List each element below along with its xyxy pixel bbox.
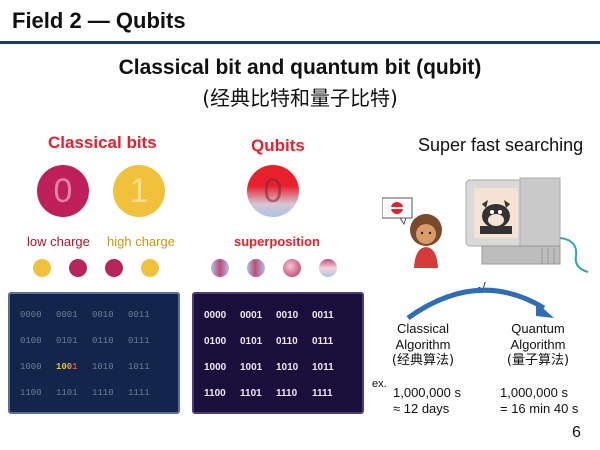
computer-search-illustration (382, 177, 589, 273)
classical-dot (141, 259, 159, 277)
classical-cell: 0110 (92, 336, 114, 346)
quantum-cell: 0111 (312, 336, 334, 347)
classical-cell: 1101 (56, 388, 78, 398)
classical-algorithm-label: Classical Algorithm (经典算法) (385, 321, 461, 369)
quantum-cell: 1001 (240, 362, 263, 373)
classical-dot (69, 259, 87, 277)
character-on-screen-icon (480, 200, 512, 234)
classical-algo-line3: (经典算法) (391, 353, 455, 368)
quantum-cell: 0001 (240, 310, 263, 321)
quantum-cell: 0010 (276, 310, 299, 321)
quantum-cell: 1100 (204, 388, 226, 399)
quantum-cell: 0101 (240, 336, 263, 347)
speech-bubble-icon (382, 197, 413, 226)
classical-cell: 1010 (92, 362, 114, 372)
search-heading: Super fast searching (418, 135, 584, 155)
quantum-algo-line1: Quantum (511, 321, 565, 336)
quantum-cell: 1111 (312, 388, 333, 399)
quantum-cell: 1101 (240, 388, 262, 399)
quantum-algo-line2: Algorithm (510, 337, 566, 352)
quantum-cell: 1000 (204, 362, 227, 373)
example-label: ex. (372, 378, 387, 390)
qubit-symbol: 0 (263, 171, 283, 210)
qubit-dot (283, 259, 301, 277)
classical-cell: 1011 (128, 362, 150, 372)
slide-header-title: Field 2 ― Qubits (12, 8, 186, 33)
quantum-cell: 1110 (276, 388, 298, 399)
bit-one-digit: 1 (129, 171, 149, 210)
classical-cell: 1000 (20, 362, 42, 372)
classical-cell: 0001 (56, 310, 78, 320)
computer-icon (465, 177, 589, 273)
quantum-time-seconds: 1,000,000 s (500, 385, 568, 400)
header-divider (0, 41, 600, 44)
classical-bits-heading: Classical bits (48, 133, 157, 152)
quantum-cell: 0000 (204, 310, 227, 321)
classical-algo-line1: Classical (396, 321, 449, 336)
classical-cell: 1111 (128, 388, 150, 398)
bit-zero-circle: 0 (37, 165, 89, 217)
bit-one-circle: 1 (113, 165, 165, 217)
quantum-cell: 1011 (312, 362, 334, 373)
qubit-dot (319, 259, 337, 277)
low-charge-label: low charge (27, 234, 90, 249)
quantum-bit-grid: 0000 0001 0010 0011 0100 0101 0110 0111 1000 1001… (192, 292, 364, 414)
quantum-cell: 0100 (204, 336, 227, 347)
classical-dot (105, 259, 123, 277)
classical-cell: 0011 (128, 310, 150, 320)
classical-cell: 1110 (92, 388, 114, 398)
qubit-dot (211, 259, 229, 277)
speedup-arc-arrow (406, 287, 554, 321)
quantum-cell: 0110 (276, 336, 298, 347)
quantum-cell: 0011 (312, 310, 334, 321)
bit-zero-digit: 0 (53, 171, 73, 210)
qubit-circle: 0 (247, 165, 299, 217)
quantum-algo-line3: (量子算法) (506, 353, 570, 368)
quantum-grid-cells: 0000 0001 0010 0011 0100 0101 0110 0111 1000 1001… (194, 294, 362, 412)
classical-algo-line2: Algorithm (395, 337, 451, 352)
classical-bit-grid: 0000 0001 0010 0011 0100 0101 0110 0111 1000 1001… (8, 292, 180, 414)
classical-cell: 0111 (128, 336, 150, 346)
classical-cell: 0100 (20, 336, 42, 346)
page-number: 6 (572, 424, 581, 441)
classical-time-seconds: 1,000,000 s (393, 385, 461, 400)
quantum-cell: 1010 (276, 362, 299, 373)
classical-cell: 1100 (20, 388, 42, 398)
qubits-heading: Qubits (251, 136, 305, 155)
classical-time-days: ≈ 12 days (393, 401, 450, 416)
slide-subtitle: (经典比特和量子比特) (202, 86, 398, 110)
quantum-algorithm-label: Quantum Algorithm (量子算法) (500, 321, 576, 369)
classical-cell: 0101 (56, 336, 78, 346)
classical-cell: 1001 (56, 362, 78, 372)
superposition-label: superposition (234, 234, 320, 249)
slide-title: Classical bit and quantum bit (qubit) (118, 56, 482, 79)
girl-icon (410, 214, 442, 268)
classical-cell: 0010 (92, 310, 114, 320)
classical-grid-cells: 0000 0001 0010 0011 0100 0101 0110 0111 1000 1001… (10, 294, 178, 412)
classical-dot (33, 259, 51, 277)
quantum-time-minutes: = 16 min 40 s (500, 401, 579, 416)
high-charge-label: high charge (107, 234, 175, 249)
quantum-time: 1,000,000 s = 16 min 40 s (500, 385, 578, 417)
classical-time: 1,000,000 s ≈ 12 days (393, 385, 461, 417)
qubit-dot (247, 259, 265, 277)
classical-cell: 0000 (20, 310, 42, 320)
